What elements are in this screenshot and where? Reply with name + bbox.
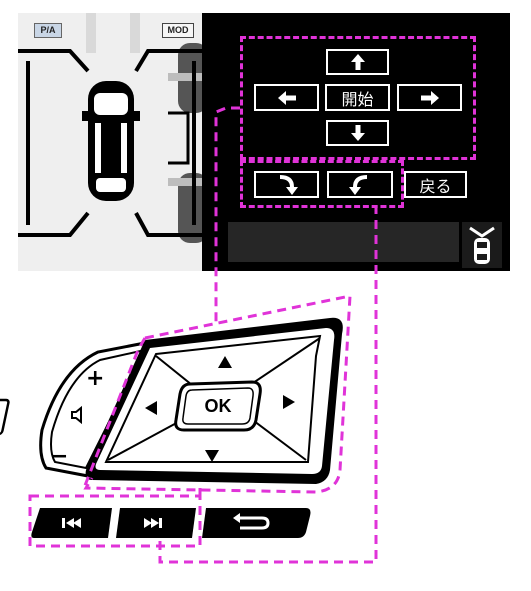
next-track-button[interactable] — [118, 508, 194, 538]
skip-previous-icon — [62, 518, 81, 528]
parking-guide-lines — [18, 13, 202, 243]
around-view-camera: P/A MOD — [18, 13, 202, 271]
back-label: 戻る — [419, 176, 452, 196]
right-button[interactable] — [397, 84, 462, 111]
camera-view-indicator[interactable] — [462, 222, 502, 268]
skip-next-icon — [144, 518, 162, 528]
rotate-buttons-highlight — [240, 160, 404, 208]
status-bar — [228, 222, 459, 262]
arrow-up-icon — [350, 54, 365, 70]
previous-track-button[interactable] — [34, 508, 110, 538]
arrow-left-icon — [277, 90, 296, 105]
rotate-left-icon — [279, 174, 298, 195]
up-button[interactable] — [326, 49, 389, 75]
wheel-right-arrow-icon — [283, 395, 295, 409]
pa-indicator: P/A — [34, 23, 62, 38]
direction-pad-highlight — [240, 36, 476, 160]
wheel-down-arrow-icon — [205, 450, 219, 462]
rotate-right-icon — [349, 174, 368, 195]
mod-indicator: MOD — [162, 23, 194, 38]
wheel-left-arrow-icon — [145, 401, 157, 415]
start-label: 開始 — [341, 89, 374, 109]
volume-up-label[interactable]: + — [86, 366, 105, 391]
return-icon — [233, 513, 270, 530]
ok-button[interactable]: OK — [204, 396, 232, 416]
start-button[interactable]: 開始 — [325, 84, 390, 111]
car-camera-icon — [469, 226, 495, 264]
rotate-left-button[interactable] — [254, 171, 319, 198]
wheel-back-button[interactable] — [204, 508, 308, 538]
left-button[interactable] — [254, 84, 319, 111]
arrow-down-icon — [350, 125, 365, 141]
rotate-right-button[interactable] — [327, 171, 393, 198]
down-button[interactable] — [326, 120, 389, 146]
volume-down-label[interactable]: − — [50, 444, 69, 469]
back-button[interactable]: 戻る — [404, 171, 467, 198]
arrow-right-icon — [420, 90, 439, 105]
wheel-up-arrow-icon — [218, 356, 232, 368]
mute-speaker-icon[interactable] — [66, 404, 88, 426]
